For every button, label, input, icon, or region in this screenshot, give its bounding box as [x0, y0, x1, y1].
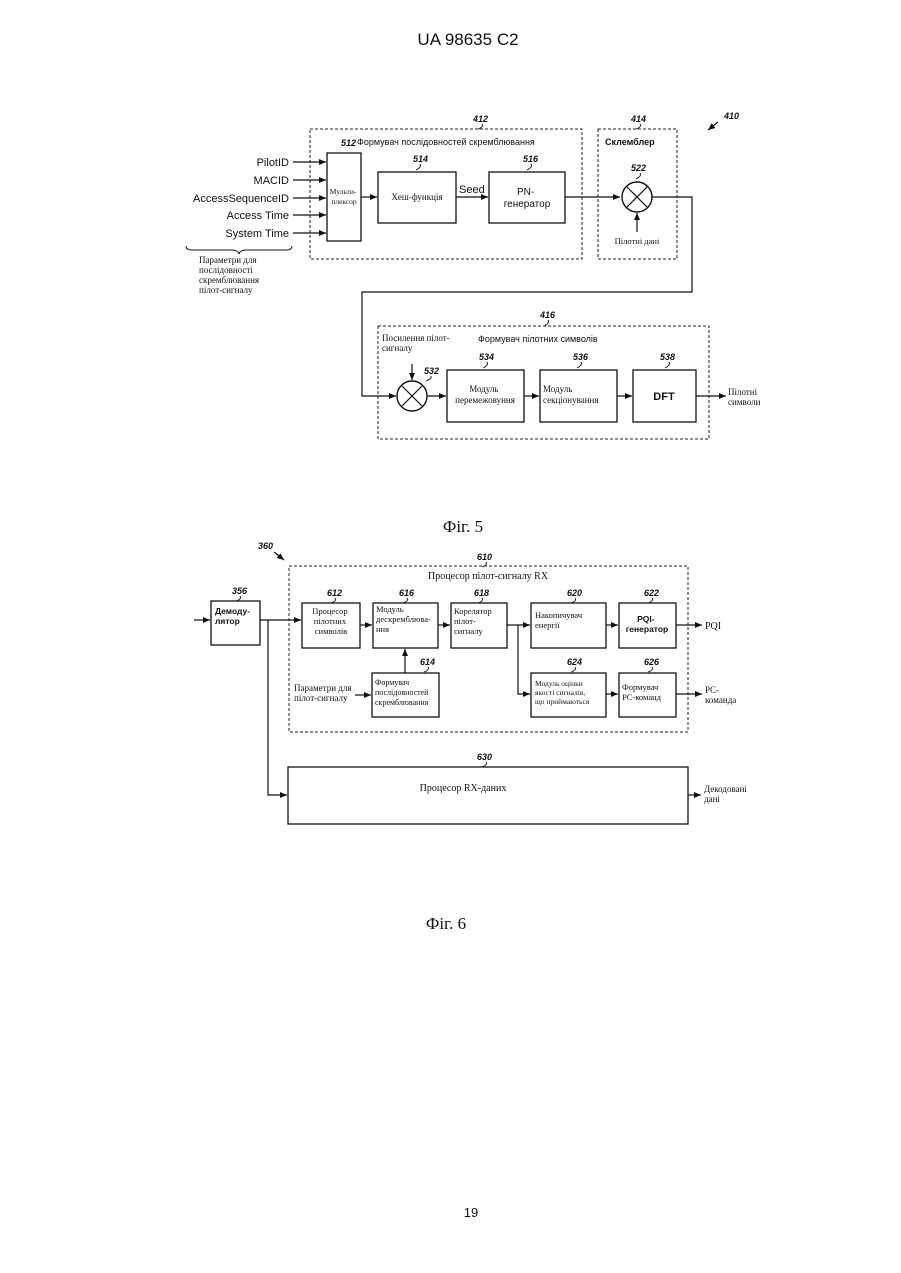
params-label: Параметри для послідовності скремблюванн… — [199, 255, 261, 295]
pqi-output-label: PQI — [705, 621, 721, 632]
pilot-data-label: Пілотні дані — [615, 236, 660, 246]
seed-label: Seed — [459, 184, 485, 196]
figure-6-caption: Фіг. 6 — [426, 914, 466, 933]
figure-5: 410 412 512 Формувач послідовностей скре… — [186, 111, 761, 536]
rx-data-processor-label: Процесор RX-даних — [420, 783, 507, 794]
ref-618: 618 — [474, 588, 489, 598]
ref-620-leader — [571, 598, 576, 603]
pc-output-label: PC- команда — [705, 685, 736, 705]
ref-514: 514 — [413, 154, 428, 164]
ref-414: 414 — [630, 114, 646, 124]
ref-516: 516 — [523, 154, 539, 164]
ref-532: 532 — [424, 366, 439, 376]
hash-function-label: Хеш-функція — [391, 192, 442, 202]
ref-534-leader — [483, 362, 488, 368]
ref-522-leader — [636, 173, 641, 179]
arrow-correlator-quality — [518, 625, 530, 694]
ref-538: 538 — [660, 352, 675, 362]
input-system-time: System Time — [225, 228, 289, 240]
ref-514-leader — [416, 164, 421, 170]
pilot-processor-title: Процесор пілот-сигналу RX — [428, 571, 549, 582]
ref-614: 614 — [420, 657, 435, 667]
ref-360: 360 — [258, 541, 273, 551]
ref-622-leader — [648, 598, 653, 603]
ref-412-leader — [478, 124, 483, 129]
ref-624-leader — [571, 667, 576, 672]
multiplexer-label: Мульти- плексор — [330, 187, 358, 206]
ref-356: 356 — [232, 586, 248, 596]
params-brace — [186, 246, 292, 254]
ref-626: 626 — [644, 657, 660, 667]
input-access-time: Access Time — [227, 210, 289, 222]
page-number: 19 — [464, 1205, 478, 1220]
ref-620: 620 — [567, 588, 582, 598]
ref-630: 630 — [477, 752, 492, 762]
ref-616-leader — [403, 598, 408, 603]
pc-generator-label: Формувач PC-команд — [622, 682, 662, 702]
pilot-symbols-label: Пілотні символи — [728, 387, 761, 407]
rx-data-processor-box — [288, 767, 688, 824]
ref-356-leader — [236, 596, 241, 601]
input-accesssequenceid: AccessSequenceID — [193, 193, 289, 205]
ref-536-leader — [577, 362, 582, 368]
ref-512: 512 — [341, 138, 356, 148]
decoded-data-label: Декодовані дані — [704, 784, 749, 804]
ref-626-leader — [648, 667, 653, 672]
figure-5-caption: Фіг. 5 — [443, 517, 483, 536]
scrambler-title: Склемблер — [605, 137, 655, 147]
ref-516-leader — [527, 164, 532, 170]
input-macid: MACID — [254, 175, 290, 187]
multiplier-522 — [622, 182, 652, 212]
ref-624: 624 — [567, 657, 582, 667]
generator-title: Формувач послідовностей скремблювання — [357, 137, 535, 147]
ref-536: 536 — [573, 352, 589, 362]
pilot-symbol-processor-label: Процесор пілотних символів — [312, 606, 350, 636]
ref-610: 610 — [477, 552, 492, 562]
ref-612-leader — [331, 598, 336, 603]
ref-412: 412 — [472, 114, 488, 124]
ref-612: 612 — [327, 588, 342, 598]
input-pilotid: PilotID — [257, 157, 289, 169]
ref-360-arrow — [274, 552, 284, 560]
ref-410-arrow — [708, 122, 718, 130]
ref-414-leader — [636, 124, 641, 129]
ref-618-leader — [478, 598, 483, 603]
ref-522: 522 — [631, 163, 646, 173]
figure-6: 360 610 Процесор пілот-сигналу RX 356 Де… — [194, 541, 749, 933]
ref-410: 410 — [723, 111, 739, 121]
ref-532-leader — [426, 376, 431, 381]
ref-534: 534 — [479, 352, 494, 362]
ref-538-leader — [665, 362, 670, 368]
patent-number: UA 98635 C2 — [417, 30, 518, 49]
ref-616: 616 — [399, 588, 415, 598]
ref-630-leader — [482, 762, 487, 767]
multiplier-532 — [397, 381, 427, 411]
fig6-params-label: Параметри для пілот-сигналу — [294, 683, 354, 703]
input-labels: PilotID MACID AccessSequenceID Access Ti… — [193, 157, 289, 240]
ref-416-leader — [544, 320, 549, 326]
arrow-demod-rxdata — [268, 620, 287, 795]
dft-label: DFT — [653, 391, 675, 403]
boost-label: Посилення пілот- сигналу — [382, 333, 452, 353]
quality-estimator-label: Модуль оцінки якості сигналів, що прийма… — [535, 679, 590, 706]
ref-614-leader — [424, 667, 429, 672]
symbol-title: Формувач пілотних символів — [478, 334, 598, 344]
ref-416: 416 — [539, 310, 556, 320]
ref-622: 622 — [644, 588, 659, 598]
